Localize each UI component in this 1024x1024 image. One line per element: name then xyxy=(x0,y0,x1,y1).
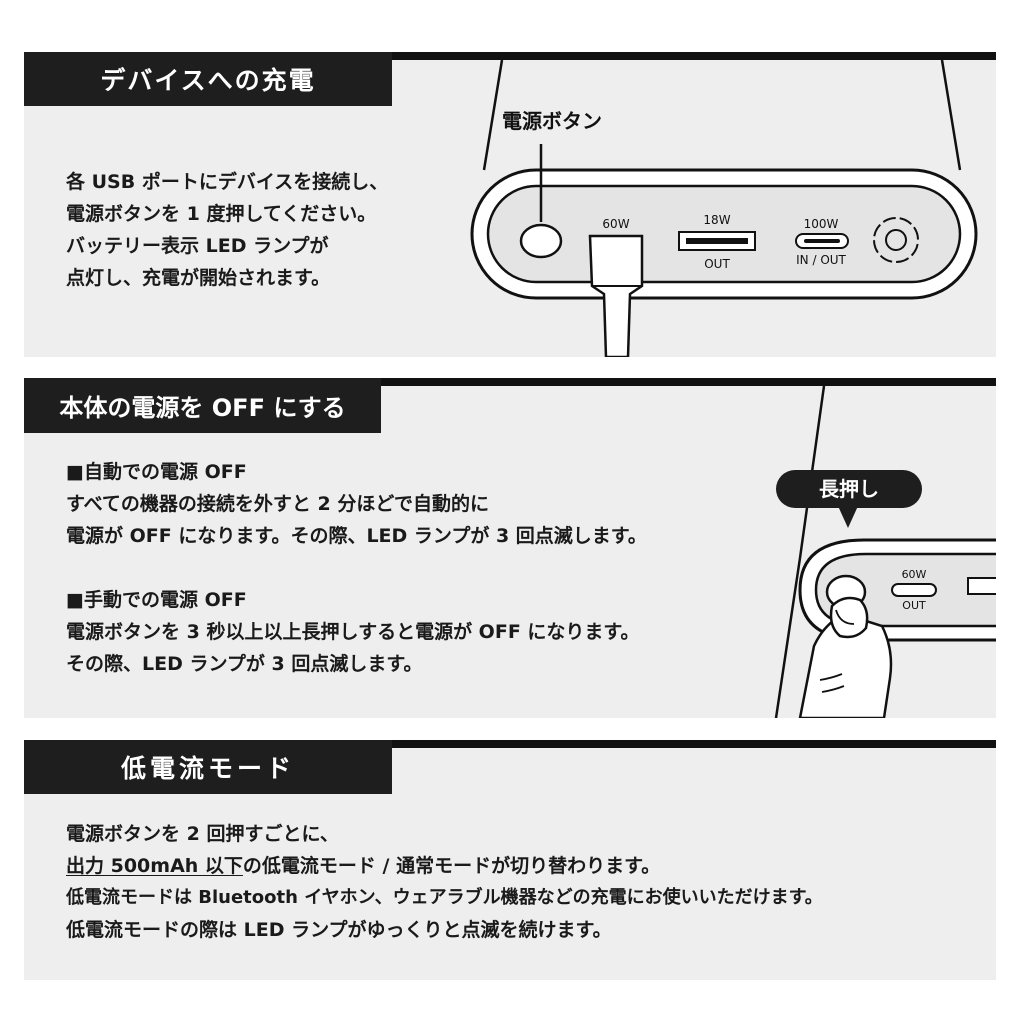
power-button xyxy=(519,223,563,259)
port-100w-sub: IN / OUT xyxy=(796,253,846,267)
section-title: 低電流モード xyxy=(24,740,392,794)
bubble-label: 長押し xyxy=(819,477,879,501)
text-line: 各 USB ポートにデバイスを接続し、 xyxy=(66,171,389,193)
text-line: 電源ボタンを 1 度押してください。 xyxy=(66,203,377,225)
text-segment: の低電流モード / 通常モードが切り替わります。 xyxy=(242,855,661,877)
section-power-off: 本体の電源を OFF にする ■自動での電源 OFF すべての機器の接続を外すと… xyxy=(24,378,996,718)
section-top-rule xyxy=(24,52,996,60)
long-press-bubble: 長押し xyxy=(776,470,922,528)
text-line: 電源ボタンを 3 秒以上以上長押しすると電源が OFF になります。 xyxy=(66,621,640,643)
long-press-illustration: 60W OUT 長押し xyxy=(774,385,996,718)
text-line: すべての機器の接続を外すと 2 分ほどで自動的に xyxy=(66,493,489,515)
text-line: 低電流モードは Bluetooth イヤホン、ウェアラブル機器などの充電にお使い… xyxy=(66,887,823,908)
section-body: ■自動での電源 OFF すべての機器の接続を外すと 2 分ほどで自動的に 電源が… xyxy=(66,456,647,680)
usb-c-port xyxy=(891,583,937,597)
section-body: 電源ボタンを 2 回押すごとに、 出力 500mAh 以下の低電流モード / 通… xyxy=(66,818,823,946)
finger-icon xyxy=(798,596,893,718)
text-line: バッテリー表示 LED ランプが xyxy=(66,235,329,257)
subheading: ■自動での電源 OFF xyxy=(66,461,247,483)
port-18w-sub: OUT xyxy=(704,257,730,271)
port-60w-label: 60W xyxy=(602,217,629,231)
text-line: 出力 500mAh 以下の低電流モード / 通常モードが切り替わります。 xyxy=(66,850,823,882)
section-charging: デバイスへの充電 各 USB ポートにデバイスを接続し、 電源ボタンを 1 度押… xyxy=(24,52,996,357)
port-18w-label: 18W xyxy=(703,213,730,227)
led-ring-icon xyxy=(871,215,921,265)
powerbank-illustration: 電源ボタン 60W 18W OUT 100W IN / OUT xyxy=(470,59,978,357)
section-low-current-mode: 低電流モード 電源ボタンを 2 回押すごとに、 出力 500mAh 以下の低電流… xyxy=(24,740,996,980)
section-top-rule xyxy=(24,378,996,386)
section-top-rule xyxy=(24,740,996,748)
text-line: その際、LED ランプが 3 回点滅します。 xyxy=(66,653,423,675)
text-line: 低電流モードの際は LED ランプがゆっくりと点滅を続けます。 xyxy=(66,919,612,941)
port-60w-sub: OUT xyxy=(902,599,926,612)
usb-c-cable xyxy=(588,234,644,357)
section-title: 本体の電源を OFF にする xyxy=(24,378,381,433)
text-line: 点灯し、充電が開始されます。 xyxy=(66,267,331,289)
subheading: ■手動での電源 OFF xyxy=(66,589,247,611)
text-line: 電源ボタンを 2 回押すごとに、 xyxy=(66,823,339,845)
port-100w-label: 100W xyxy=(804,217,839,231)
text-line: 電源が OFF になります。その際、LED ランプが 3 回点滅します。 xyxy=(66,525,647,547)
power-button-label: 電源ボタン xyxy=(502,109,602,133)
underlined-text: 出力 500mAh 以下 xyxy=(66,855,243,877)
section-body: 各 USB ポートにデバイスを接続し、 電源ボタンを 1 度押してください。 バ… xyxy=(66,166,388,294)
port-60w-label: 60W xyxy=(902,568,927,581)
section-title: デバイスへの充電 xyxy=(24,52,392,106)
usb-a-port xyxy=(967,577,996,595)
